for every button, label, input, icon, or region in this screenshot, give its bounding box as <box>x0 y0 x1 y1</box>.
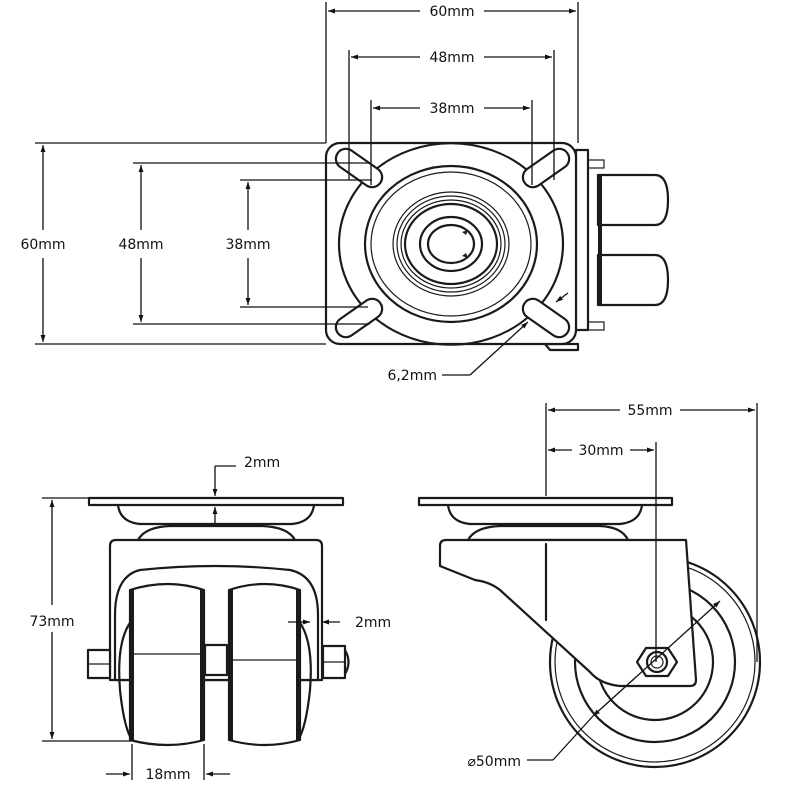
dim-plate-thickness: 2mm <box>244 455 280 471</box>
dim-plate-height: 60mm <box>20 237 65 253</box>
dim-hole-outer-v: 48mm <box>118 237 163 253</box>
front-wheels <box>118 582 312 747</box>
mounting-slots <box>334 147 571 339</box>
dim-offset-axle: 30mm <box>578 443 623 459</box>
dim-plate-width: 60mm <box>429 4 474 20</box>
dim-fork-thickness: 2mm <box>355 615 391 631</box>
top-view: 60mm 48mm 38mm 60mm 48mm 38mm 6,2mm <box>20 2 670 384</box>
dim-wheel-width: 18mm <box>145 767 190 783</box>
dim-total-height: 73mm <box>29 614 74 630</box>
dim-hole-inner-h: 38mm <box>429 101 474 117</box>
dim-hole-inner-v: 38mm <box>225 237 270 253</box>
dim-offset-total: 55mm <box>627 403 672 419</box>
kingpin-hole <box>426 223 476 265</box>
dim-slot-width: 6,2mm <box>387 368 437 384</box>
dim-hole-outer-h: 48mm <box>429 50 474 66</box>
dim-wheel-diameter: ⌀50mm <box>467 754 521 770</box>
kingpin-outer <box>418 215 484 273</box>
front-plate <box>87 496 345 507</box>
side-view: 55mm 30mm ⌀50mm <box>417 403 762 770</box>
plate-outer-ring <box>337 142 565 346</box>
front-view: 2mm 73mm 2mm 18mm <box>29 455 391 783</box>
